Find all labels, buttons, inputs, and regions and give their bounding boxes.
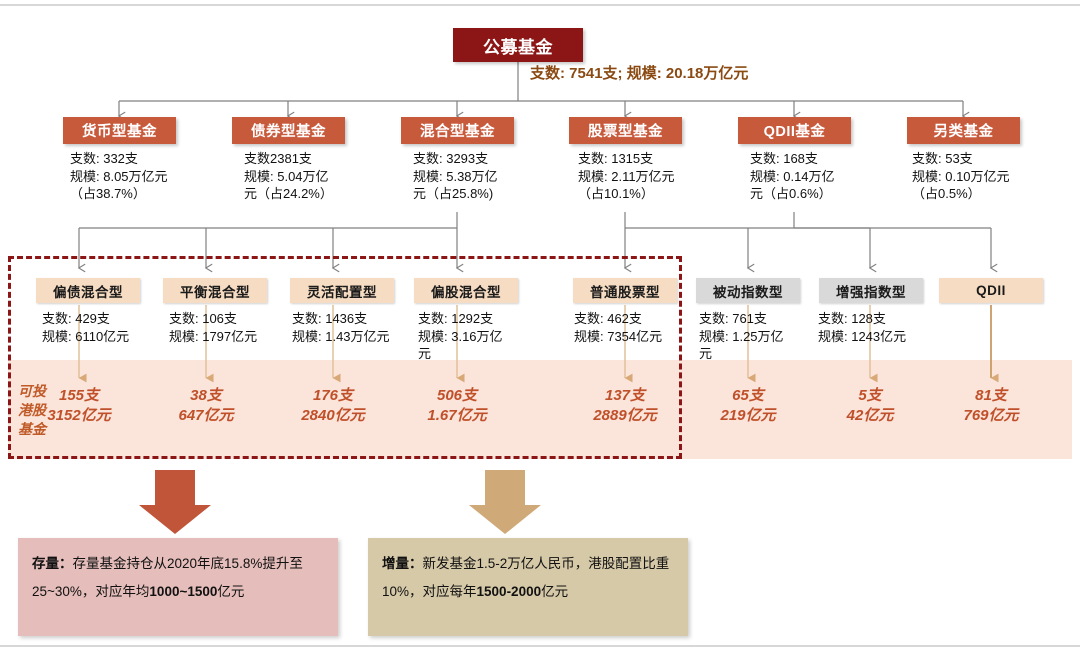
hk-size-passive-index: 219亿元	[720, 407, 776, 424]
stat-flexible-allocation: 支数: 1436支规模: 1.43万亿元	[292, 311, 390, 344]
node-alternative-fund[interactable]: 另类基金	[907, 117, 1020, 144]
summary-incr-line2: 股配置比重10%，对应每年	[382, 556, 670, 599]
node-bond-biased-hybrid[interactable]: 偏债混合型	[36, 278, 140, 303]
node-flexible-allocation-label: 灵活配置型	[307, 284, 377, 300]
hk-count-passive-index: 65支	[732, 387, 764, 404]
node-equity-fund-label: 股票型基金	[588, 124, 663, 140]
hk-count-enhanced-index: 5支	[858, 387, 882, 404]
stat-equity-biased-hybrid: 支数: 1292支规模: 3.16万亿元	[418, 311, 503, 361]
node-ordinary-equity[interactable]: 普通股票型	[573, 278, 677, 303]
summary-panel-existing-stock: 存量：存量基金持仓从2020年底15.8%提升至25~30%，对应年均1000~…	[18, 538, 338, 636]
node-equity-biased-hybrid-label: 偏股混合型	[431, 284, 501, 300]
hk-value-bond-biased-hybrid: 155支 3152亿元	[24, 386, 134, 426]
summary-incr-lead: 增量：	[382, 556, 423, 571]
hk-investable-dashed-outline	[8, 256, 682, 459]
node-public-fund-label: 公募基金	[483, 37, 553, 57]
hk-size-ordinary-equity: 2889亿元	[593, 407, 657, 424]
stat-balanced-hybrid: 支数: 106支规模: 1797亿元	[169, 311, 258, 344]
hk-value-enhanced-index: 5支 42亿元	[815, 386, 925, 426]
node-enhanced-index-label: 增强指数型	[836, 284, 906, 300]
hk-size-equity-biased-hybrid: 1.67亿元	[427, 407, 487, 424]
stat-qdii-fund: 支数: 168支规模: 0.14万亿元（占0.6%）	[750, 151, 835, 201]
node-public-fund[interactable]: 公募基金	[453, 28, 583, 62]
node-bond-biased-hybrid-label: 偏债混合型	[53, 284, 123, 300]
hk-size-qdii-leaf: 769亿元	[963, 407, 1019, 424]
node-flexible-allocation[interactable]: 灵活配置型	[290, 278, 394, 303]
node-passive-index[interactable]: 被动指数型	[696, 278, 800, 303]
hk-investable-band	[8, 360, 1072, 459]
node-money-fund-label: 货币型基金	[82, 124, 157, 140]
summary-stock-line2: 15.8%提升至25~30%，对应年均	[32, 556, 303, 599]
node-passive-index-label: 被动指数型	[713, 284, 783, 300]
hk-value-equity-biased-hybrid: 506支 1.67亿元	[402, 386, 512, 426]
summary-stock-bold-tail: 1000~1500	[149, 584, 218, 599]
stat-bond-fund: 支数2381支规模: 5.04万亿元（占24.2%）	[244, 151, 333, 201]
summary-panel-increment: 增量：新发基金1.5-2万亿人民币，港股配置比重10%，对应每年1500-200…	[368, 538, 688, 636]
summary-incr-bold-tail: 1500-2000	[476, 584, 542, 599]
bottom-divider	[0, 645, 1080, 647]
node-ordinary-equity-label: 普通股票型	[590, 284, 660, 300]
node-enhanced-index[interactable]: 增强指数型	[819, 278, 923, 303]
hk-value-balanced-hybrid: 38支 647亿元	[151, 386, 261, 426]
stat-equity-fund: 支数: 1315支规模: 2.11万亿元（占10.1%）	[578, 151, 675, 201]
hk-count-equity-biased-hybrid: 506支	[436, 387, 478, 404]
stat-money-fund: 支数: 332支规模: 8.05万亿元（占38.7%）	[70, 151, 168, 201]
top-divider	[0, 4, 1080, 6]
stat-ordinary-equity: 支数: 462支规模: 7354亿元	[574, 311, 663, 344]
node-hybrid-fund[interactable]: 混合型基金	[401, 117, 514, 144]
node-hybrid-fund-label: 混合型基金	[420, 124, 495, 140]
node-bond-fund[interactable]: 债券型基金	[232, 117, 345, 144]
hk-value-ordinary-equity: 137支 2889亿元	[570, 386, 680, 426]
hk-value-passive-index: 65支 219亿元	[693, 386, 803, 426]
node-equity-fund[interactable]: 股票型基金	[569, 117, 682, 144]
summary-incr-unit: 亿元	[541, 584, 569, 599]
node-qdii-fund[interactable]: QDII基金	[738, 117, 851, 144]
node-qdii-leaf[interactable]: QDII	[939, 278, 1043, 303]
summary-stock-lead: 存量：	[32, 556, 73, 571]
node-qdii-leaf-label: QDII	[976, 283, 1006, 298]
stat-passive-index: 支数: 761支规模: 1.25万亿元	[699, 311, 784, 361]
stat-hybrid-fund: 支数: 3293支规模: 5.38万亿元（占25.8%)	[413, 151, 498, 201]
root-summary-stat: 支数: 7541支; 规模: 20.18万亿元	[530, 65, 749, 82]
hk-investable-group-label: 可投 港股 基金	[18, 383, 46, 437]
hk-size-balanced-hybrid: 647亿元	[178, 407, 234, 424]
node-balanced-hybrid-label: 平衡混合型	[180, 284, 250, 300]
summary-incr-line1: 新发基金1.5-2万亿人民币，港	[422, 556, 602, 571]
hk-size-bond-biased-hybrid: 3152亿元	[47, 407, 111, 424]
hk-count-bond-biased-hybrid: 155支	[58, 387, 100, 404]
node-equity-biased-hybrid[interactable]: 偏股混合型	[414, 278, 518, 303]
hk-count-flexible-allocation: 176支	[312, 387, 354, 404]
node-alternative-fund-label: 另类基金	[933, 124, 994, 140]
hk-size-enhanced-index: 42亿元	[846, 407, 894, 424]
stat-alternative-fund: 支数: 53支规模: 0.10万亿元（占0.5%）	[912, 151, 1010, 201]
hk-count-ordinary-equity: 137支	[604, 387, 646, 404]
hk-size-flexible-allocation: 2840亿元	[301, 407, 365, 424]
node-balanced-hybrid[interactable]: 平衡混合型	[163, 278, 267, 303]
hk-value-qdii-leaf: 81支 769亿元	[936, 386, 1046, 426]
summary-stock-unit: 亿元	[217, 584, 245, 599]
node-bond-fund-label: 债券型基金	[251, 124, 326, 140]
hk-count-balanced-hybrid: 38支	[190, 387, 222, 404]
stat-enhanced-index: 支数: 128支规模: 1243亿元	[818, 311, 907, 344]
node-money-fund[interactable]: 货币型基金	[63, 117, 176, 144]
node-qdii-fund-label: QDII基金	[763, 124, 826, 140]
stat-bond-biased-hybrid: 支数: 429支规模: 6110亿元	[42, 311, 130, 344]
hk-count-qdii-leaf: 81支	[975, 387, 1007, 404]
hk-value-flexible-allocation: 176支 2840亿元	[278, 386, 388, 426]
summary-stock-line1: 存量基金持仓从2020年底	[72, 556, 225, 571]
